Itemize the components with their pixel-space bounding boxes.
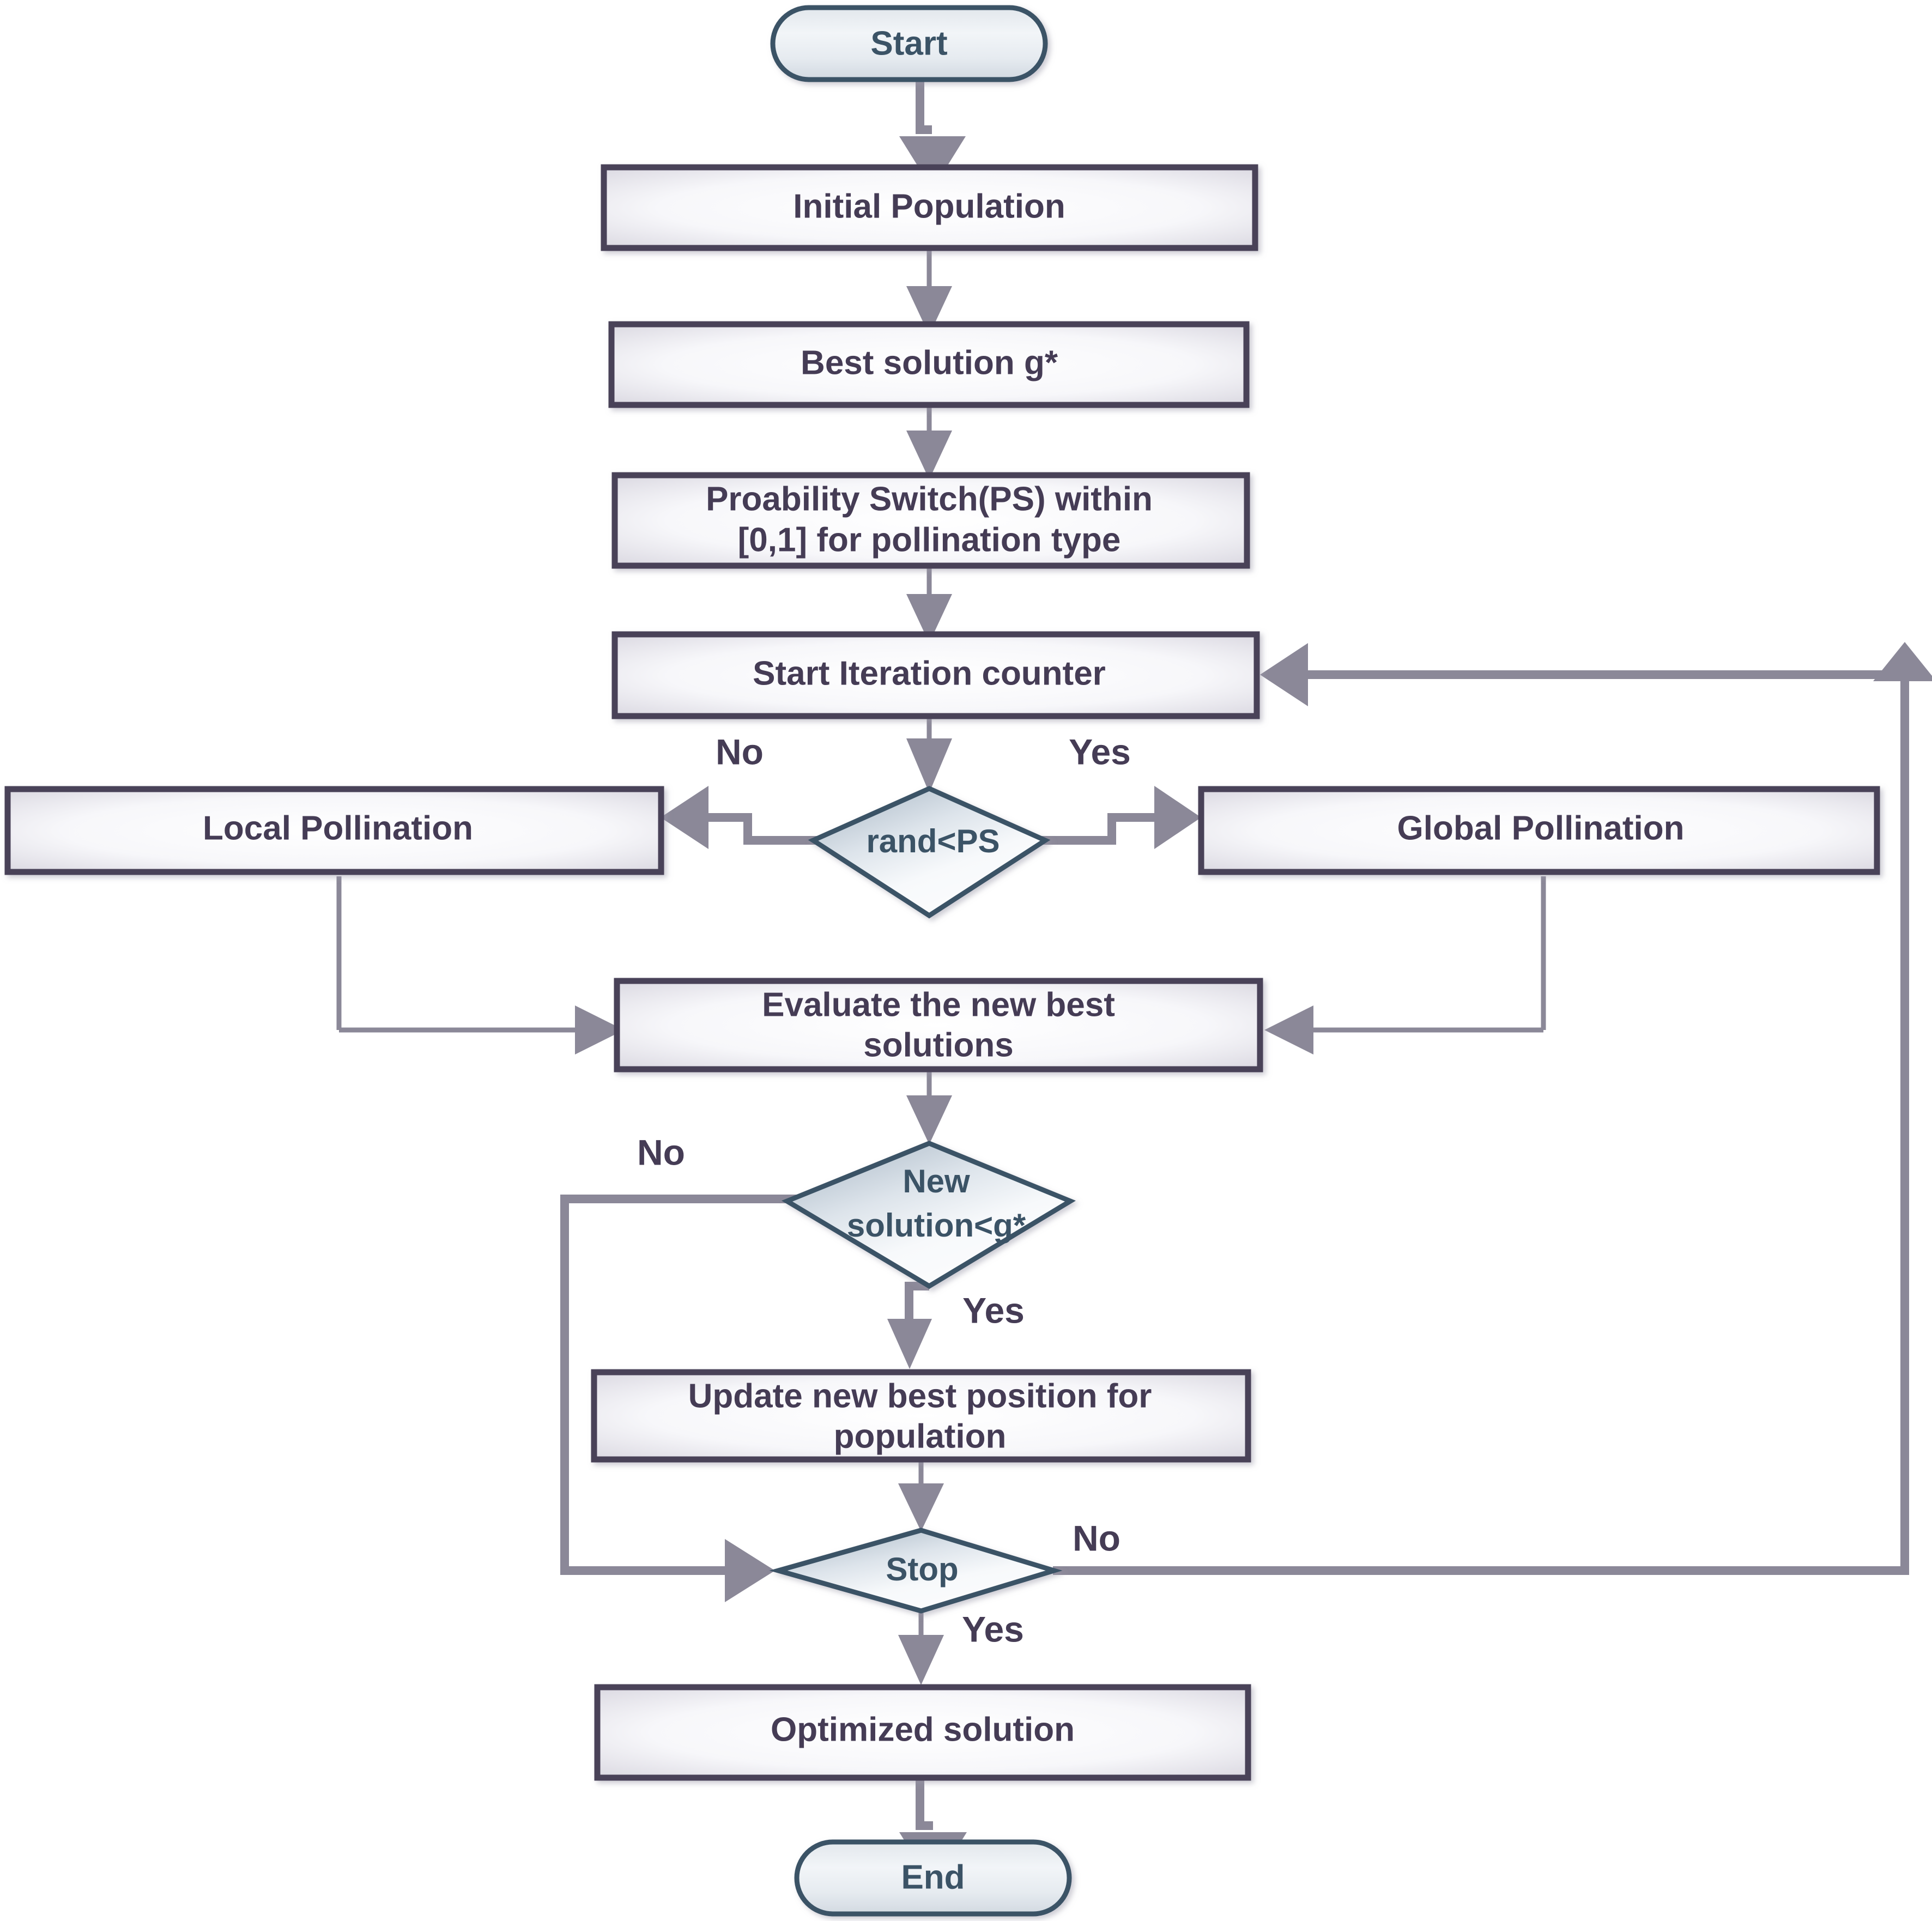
stop-shape bbox=[769, 1528, 1063, 1614]
connector-best-solution-to-probability-switch bbox=[906, 403, 952, 480]
connector-new-solution-yes-to-update-position bbox=[887, 1282, 932, 1369]
local-pollination-shape bbox=[4, 786, 664, 875]
node-new-solution[interactable]: New solution<g* bbox=[781, 1141, 1076, 1289]
end-label: End bbox=[901, 1858, 965, 1896]
end-shape bbox=[794, 1839, 1072, 1917]
connector-start-to-initial-population bbox=[899, 81, 966, 190]
new-solution-line2: solution<g* bbox=[847, 1207, 1026, 1244]
probability-switch-line2: [0,1] for pollination type bbox=[738, 521, 1121, 559]
node-update-position[interactable]: Update new best position for population bbox=[591, 1369, 1251, 1463]
probability-switch-line1: Proability Switch(PS) within bbox=[706, 480, 1153, 518]
node-start-iteration[interactable]: Start Iteration counter bbox=[611, 631, 1260, 719]
new-solution-line1: New bbox=[903, 1163, 970, 1199]
connector-stop-yes-to-optimized-solution bbox=[898, 1610, 944, 1685]
node-end[interactable]: End bbox=[794, 1839, 1072, 1917]
new-solution-shape bbox=[781, 1141, 1076, 1289]
connector-local-pollination-to-evaluate bbox=[336, 876, 624, 1055]
update-position-shape bbox=[591, 1369, 1251, 1463]
optimized-solution-shape bbox=[594, 1684, 1251, 1781]
start-shape bbox=[770, 5, 1048, 82]
edge-label-rand-ps-yes: Yes bbox=[1069, 731, 1131, 772]
connector-probability-switch-to-start-iteration bbox=[906, 564, 952, 643]
edge-label-new-solution-no: No bbox=[637, 1132, 685, 1172]
local-pollination-label: Local Pollination bbox=[203, 809, 473, 847]
update-position-line1: Update new best position for bbox=[688, 1377, 1152, 1415]
start-iteration-label: Start Iteration counter bbox=[753, 655, 1106, 692]
best-solution-label: Best solution g* bbox=[801, 344, 1058, 381]
connector-stop-no-feedback-to-start-iteration bbox=[1053, 642, 1932, 1575]
edge-label-rand-ps-no: No bbox=[716, 731, 764, 772]
connector-rand-ps-yes-to-global-pollination bbox=[1041, 786, 1201, 849]
node-initial-population[interactable]: Initial Population bbox=[601, 164, 1258, 251]
connector-start-iteration-to-rand-ps bbox=[906, 715, 952, 793]
update-position-line2: population bbox=[834, 1417, 1007, 1455]
node-probability-switch[interactable]: Proability Switch(PS) within [0,1] for p… bbox=[611, 472, 1250, 569]
node-evaluate[interactable]: Evaluate the new best solutions bbox=[614, 978, 1263, 1072]
node-local-pollination[interactable]: Local Pollination bbox=[4, 786, 664, 875]
global-pollination-shape bbox=[1198, 786, 1880, 875]
evaluate-shape bbox=[614, 978, 1263, 1072]
start-label: Start bbox=[870, 25, 947, 62]
edge-label-new-solution-yes: Yes bbox=[962, 1290, 1025, 1330]
rand-ps-shape bbox=[808, 786, 1051, 919]
evaluate-line1: Evaluate the new best bbox=[762, 986, 1115, 1023]
edge-label-stop-no: No bbox=[1073, 1518, 1121, 1558]
start-iteration-shape bbox=[611, 631, 1260, 719]
connector-global-pollination-to-evaluate bbox=[1264, 876, 1546, 1055]
stop-label: Stop bbox=[886, 1551, 958, 1587]
rand-ps-label: rand<PS bbox=[866, 823, 1000, 859]
connector-initial-population-to-best-solution bbox=[906, 247, 952, 335]
evaluate-line2: solutions bbox=[863, 1026, 1014, 1064]
node-global-pollination[interactable]: Global Pollination bbox=[1198, 786, 1880, 875]
initial-population-shape bbox=[601, 164, 1258, 251]
optimized-solution-label: Optimized solution bbox=[771, 1711, 1075, 1748]
probability-switch-shape bbox=[611, 472, 1250, 569]
node-start[interactable]: Start bbox=[770, 5, 1048, 82]
global-pollination-label: Global Pollination bbox=[1397, 809, 1685, 847]
node-stop[interactable]: Stop bbox=[769, 1528, 1063, 1614]
initial-population-label: Initial Population bbox=[793, 187, 1065, 225]
connector-rand-ps-no-to-local-pollination bbox=[661, 786, 817, 849]
edge-label-stop-yes: Yes bbox=[962, 1609, 1024, 1649]
node-best-solution[interactable]: Best solution g* bbox=[608, 321, 1250, 408]
best-solution-shape bbox=[608, 321, 1250, 408]
connector-new-solution-no-to-stop bbox=[560, 1195, 807, 1602]
node-rand-ps[interactable]: rand<PS bbox=[808, 786, 1051, 919]
node-optimized-solution[interactable]: Optimized solution bbox=[594, 1684, 1251, 1781]
connector-update-position-to-stop bbox=[898, 1459, 944, 1531]
connector-evaluate-to-new-solution bbox=[906, 1069, 952, 1144]
